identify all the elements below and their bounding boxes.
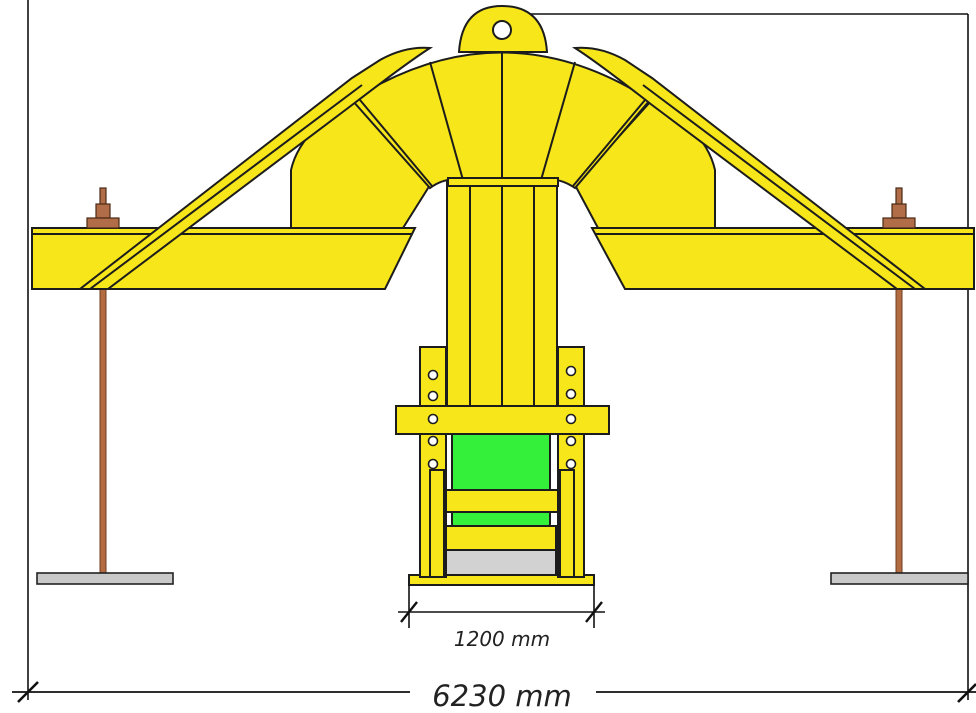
fan-rib <box>429 61 464 181</box>
guide-inner-left <box>429 469 445 578</box>
jack-lower-band <box>445 525 557 551</box>
fan-collar <box>447 177 559 187</box>
bearing-pad <box>445 547 557 576</box>
bolt-hole <box>565 388 577 400</box>
right-rod-nut <box>891 203 907 219</box>
left-rod-washer <box>86 217 120 229</box>
left-diagonal-brace <box>77 46 434 290</box>
lifting-eye <box>457 4 549 53</box>
left-ground-plate <box>36 572 174 585</box>
overall-width-dimension <box>12 681 976 703</box>
left-brace-edge <box>89 84 363 290</box>
bolt-hole <box>427 435 439 447</box>
tie-rod-nuts <box>86 187 916 229</box>
right-tie-rod-assembly <box>830 285 969 585</box>
left-beam <box>31 227 417 290</box>
right-beam <box>590 227 975 290</box>
bolt-hole <box>565 365 577 377</box>
bolt-hole <box>427 413 439 425</box>
right-brace-edge <box>642 84 916 290</box>
hydraulic-jack <box>451 429 551 529</box>
guide-inner-right <box>559 469 575 578</box>
base-dim-tick-right <box>585 601 603 623</box>
bolt-hole <box>427 390 439 402</box>
base-width-dimension <box>398 585 605 628</box>
left-rod-nut <box>95 203 111 219</box>
lower-crosshead <box>445 489 559 513</box>
left-tie-rod <box>99 285 107 575</box>
right-tie-rod <box>895 285 903 575</box>
reference-lines <box>27 0 969 700</box>
lifting-hole <box>492 20 512 40</box>
right-rod-stud <box>895 187 903 207</box>
right-ground-plate <box>830 572 969 585</box>
overall-dim-tick-left <box>17 681 39 703</box>
bolt-hole <box>565 435 577 447</box>
right-rod-washer <box>882 217 916 229</box>
bolt-hole <box>427 369 439 381</box>
overall-dim-tick-right <box>957 683 976 703</box>
base-dim-tick-left <box>400 601 418 623</box>
left-rod-stud <box>99 187 107 207</box>
central-column-assembly <box>395 181 610 586</box>
left-tie-rod-assembly <box>36 285 174 585</box>
fan-rib <box>540 61 576 181</box>
bolt-hole <box>565 413 577 425</box>
bolt-hole <box>427 458 439 470</box>
bolt-hole <box>565 458 577 470</box>
crown-fan <box>350 48 652 190</box>
base-width-label: 1200 mm <box>454 627 550 651</box>
fan-rib <box>359 99 433 187</box>
right-diagonal-brace <box>571 46 928 290</box>
diagonal-braces <box>77 46 928 290</box>
guide-post-bolts <box>427 365 577 470</box>
fan-rib <box>572 99 646 187</box>
overall-width-label: 6230 mm <box>432 679 572 713</box>
